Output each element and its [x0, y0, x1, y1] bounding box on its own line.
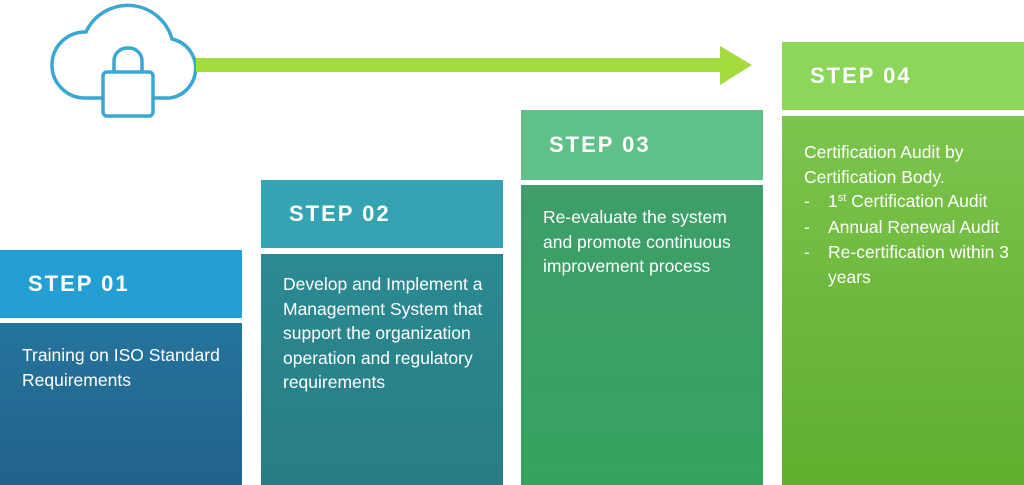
list-item-text: Certification Audit — [846, 191, 988, 211]
list-dash: - — [804, 216, 810, 237]
step-04-intro: Certification Audit by Certification Bod… — [804, 142, 964, 187]
ordinal-number: 1 — [828, 191, 838, 211]
step-04-list: - 1st Certification Audit - Annual Renew… — [804, 189, 1014, 289]
list-item-recertification: - Re-certification within 3 years — [804, 240, 1014, 289]
step-04-card: STEP 04 Certification Audit by Certifica… — [782, 42, 1024, 485]
step-04-description: Certification Audit by Certification Bod… — [782, 116, 1024, 485]
step-04-title: STEP 04 — [782, 42, 1024, 110]
list-dash: - — [804, 191, 810, 211]
list-item-annual-renewal: - Annual Renewal Audit — [804, 215, 1014, 240]
list-item-text: Re-certification within 3 years — [828, 242, 1009, 287]
progress-arrow — [196, 46, 752, 85]
list-dash: - — [804, 242, 810, 262]
step-03-description: Re-evaluate the system and promote conti… — [521, 185, 763, 485]
cloud-lock-icon — [50, 3, 198, 118]
step-01-card: STEP 01 Training on ISO Standard Require… — [0, 250, 242, 485]
step-02-card: STEP 02 Develop and Implement a Manageme… — [261, 180, 503, 485]
list-item-first-audit: - 1st Certification Audit — [804, 189, 1014, 214]
step-03-card: STEP 03 Re-evaluate the system and promo… — [521, 110, 763, 485]
step-03-title: STEP 03 — [521, 110, 763, 180]
step-01-title: STEP 01 — [0, 250, 242, 318]
ordinal-suffix: st — [837, 192, 847, 204]
step-01-description: Training on ISO Standard Requirements — [0, 323, 242, 485]
step-02-title: STEP 02 — [261, 180, 503, 248]
list-item-text: Annual Renewal Audit — [828, 216, 1000, 237]
step-02-description: Develop and Implement a Management Syste… — [261, 254, 503, 485]
